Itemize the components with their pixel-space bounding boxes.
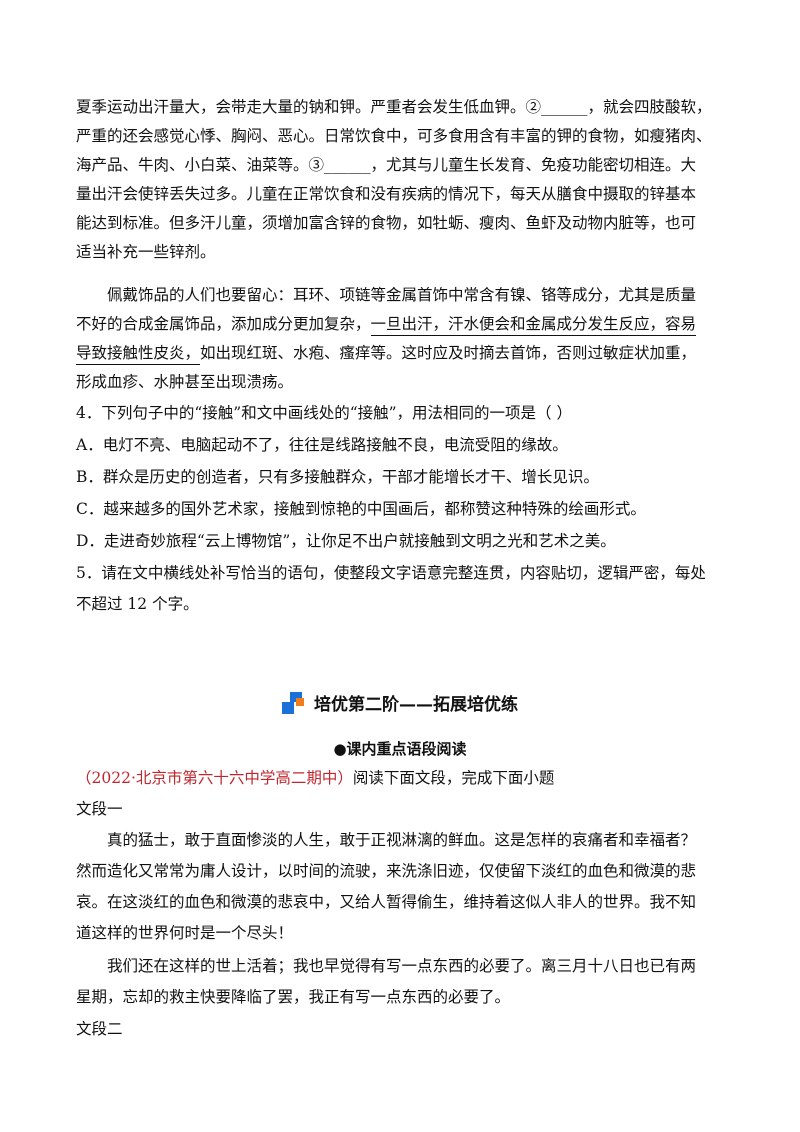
section-heading: 培优第二阶——拓展培优练 <box>0 690 800 715</box>
paragraph2-line2-text: 不好的合成金属饰品，添加成分更加复杂， <box>76 315 371 333</box>
passage1-line3: 哀。在这淡红的血色和微漠的悲哀中，又给人暂得偷生，维持着这似人非人的世界。我不知 <box>76 893 697 911</box>
paragraph1-line3: 海产品、牛肉、小白菜、油菜等。③______，尤其与儿童生长发育、免疫功能密切相… <box>76 156 697 174</box>
paragraph1-line2: 严重的还会感觉心悸、胸闷、恶心。日常饮食中，可多食用含有丰富的钾的食物，如瘦猪肉… <box>76 127 712 145</box>
passage1-line5: 我们还在这样的世上活着；我也早觉得有写一点东西的必要了。离三月十八日也已有两 <box>107 957 697 975</box>
question4-option-a: A．电灯不亮、电脑起动不了，往往是线路接触不良，电流受阻的缘故。 <box>76 436 568 454</box>
passage1-line4: 道这样的世界何时是一个尽头！ <box>76 924 294 942</box>
underlined-phrase-part2: 导致接触性皮炎， <box>76 344 201 365</box>
question4-option-c: C．越来越多的国外艺术家，接触到惊艳的中国画后，都称赞这种特殊的绘画形式。 <box>76 500 646 518</box>
section-title: 培优第二阶——拓展培优练 <box>314 695 518 715</box>
paragraph1-line5: 能达到标准。但多汗儿童，须增加富含锌的食物，如牡蛎、瘦肉、鱼虾及动物内脏等，也可 <box>76 214 697 232</box>
section-subtitle: ●课内重点语段阅读 <box>333 740 467 758</box>
paragraph2-line3: 导致接触性皮炎，如出现红斑、水疱、瘙痒等。这时应及时摘去首饰，否则过敏症状加重， <box>76 342 697 365</box>
source-instruction: 阅读下面文段，完成下面小题 <box>352 769 555 787</box>
paragraph2-line3-text: 如出现红斑、水疱、瘙痒等。这时应及时摘去首饰，否则过敏症状加重， <box>200 344 697 362</box>
passage1-line1: 真的猛士，敢于直面惨淡的人生，敢于正视淋漓的鲜血。这是怎样的哀痛者和幸福者？ <box>107 831 697 849</box>
paragraph1-line1: 夏季运动出汗量大，会带走大量的钠和钾。严重者会发生低血钾。②______，就会四… <box>76 98 712 116</box>
paragraph1-line4: 量出汗会使锌丢失过多。儿童在正常饮食和没有疾病的情况下，每天从膳食中摄取的锌基本 <box>76 185 697 203</box>
question4-option-d: D．走进奇妙旅程“云上博物馆”，让你足不出户就接触到文明之光和艺术之美。 <box>76 532 616 550</box>
paragraph2-line1: 佩戴饰品的人们也要留心：耳环、项链等金属首饰中常含有镍、铬等成分，尤其是质量 <box>107 286 697 304</box>
passage1-label: 文段一 <box>76 800 123 818</box>
source-line: （2022·北京市第六十六中学高二期中）阅读下面文段，完成下面小题 <box>76 767 554 789</box>
question5-line1: 5．请在文中横线处补写恰当的语句，使整段文字语意完整连贯，内容贴切，逻辑严密，每… <box>76 564 706 582</box>
paragraph1-line6: 适当补充一些锌剂。 <box>76 243 216 261</box>
source-tag: （2022·北京市第六十六中学高二期中） <box>76 769 353 787</box>
passage2-label: 文段二 <box>76 1020 123 1038</box>
question5-line2: 不超过 12 个字。 <box>76 595 199 613</box>
paragraph2-line2: 不好的合成金属饰品，添加成分更加复杂，一旦出汗，汗水便会和金属成分发生反应，容易 <box>76 313 697 336</box>
paragraph2-line4: 形成血疹、水肿甚至出现溃疡。 <box>76 373 294 391</box>
passage1-line2: 然而造化又常常为庸人设计，以时间的流驶，来洗涤旧迹，仅使留下淡红的血色和微漠的悲 <box>76 862 697 880</box>
passage1-line6: 星期，忘却的救主快要降临了罢，我正有写一点东西的必要了。 <box>76 988 511 1006</box>
question4-option-b: B．群众是历史的创造者，只有多接触群众，干部才能增长才干、增长见识。 <box>76 468 599 486</box>
question4-stem: 4．下列句子中的“接触”和文中画线处的“接触”，用法相同的一项是（ ） <box>76 404 572 422</box>
underlined-phrase-part1: 一旦出汗，汗水便会和金属成分发生反应，容易 <box>370 315 697 336</box>
section-logo-icon <box>282 692 308 714</box>
